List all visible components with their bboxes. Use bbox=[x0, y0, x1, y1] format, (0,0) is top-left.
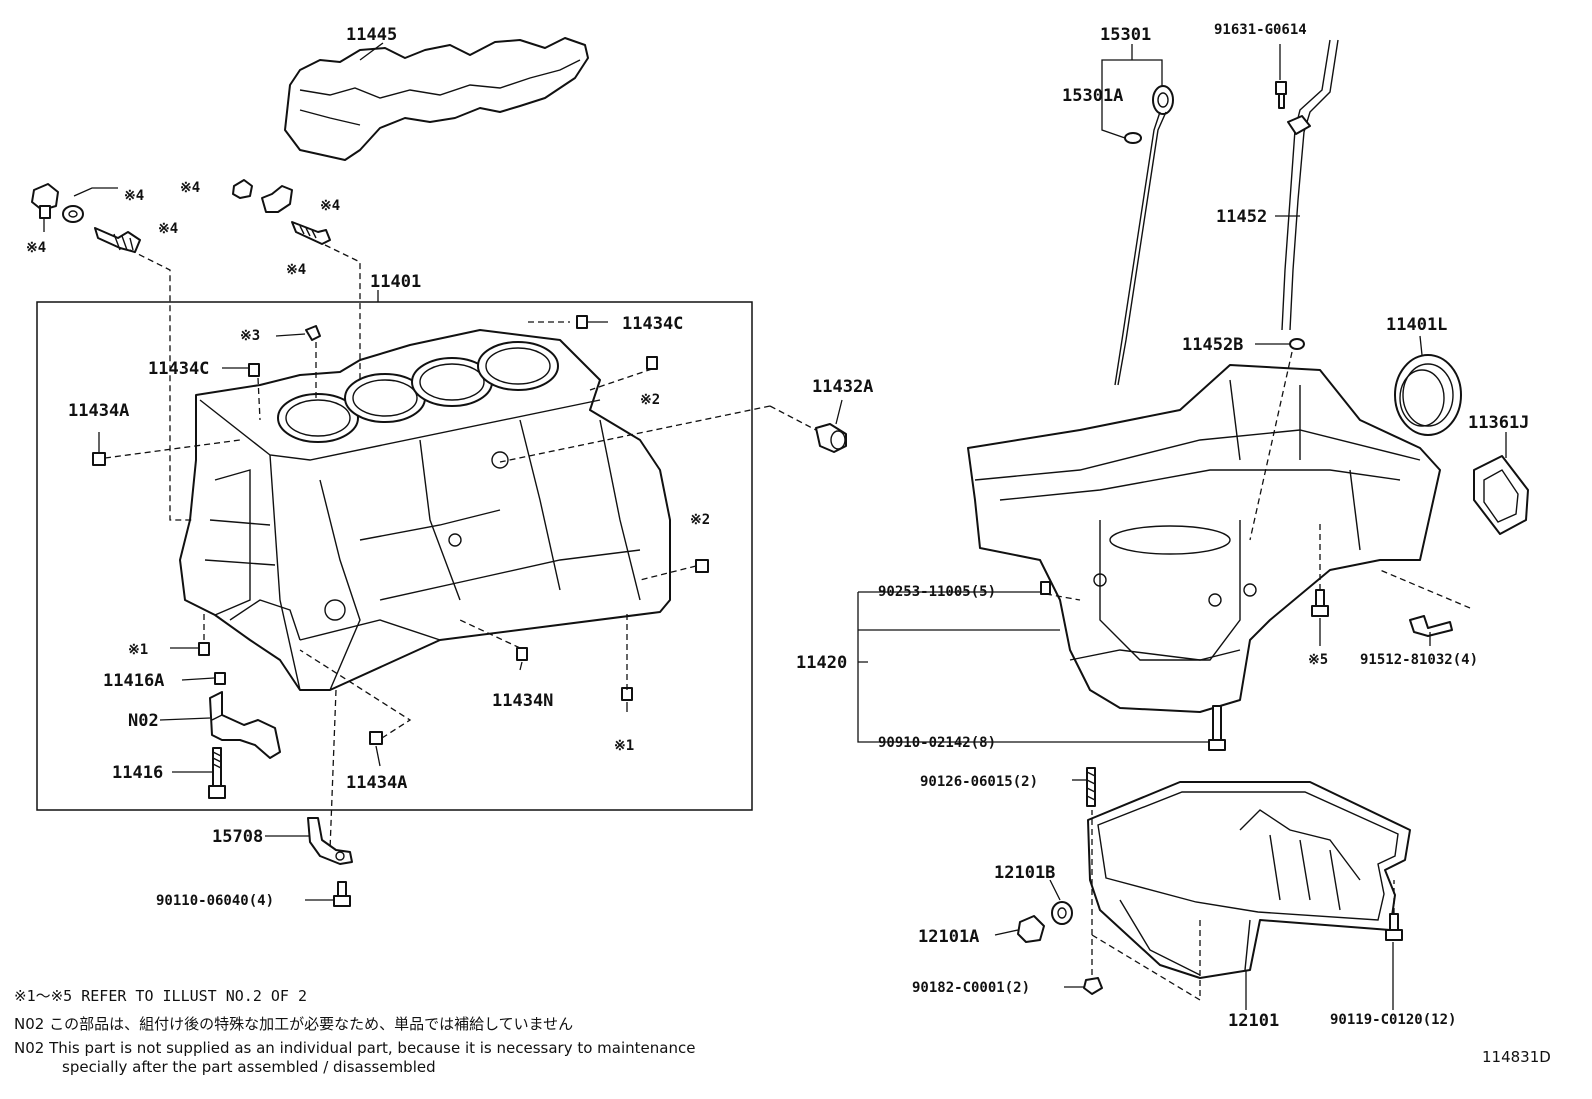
label-11434a-bottom: 11434A bbox=[346, 773, 407, 793]
pipe-15708-drawing[interactable] bbox=[307, 817, 353, 865]
label-11416: 11416 bbox=[112, 763, 163, 783]
ref-4-b: ※4 bbox=[26, 240, 46, 256]
label-90253: 90253-11005(5) bbox=[878, 584, 996, 600]
plug-11432a-drawing[interactable] bbox=[815, 423, 847, 453]
bolt-group-ref4[interactable] bbox=[31, 179, 331, 341]
label-11434a-left: 11434A bbox=[68, 401, 129, 421]
ref-4-f: ※4 bbox=[286, 262, 306, 278]
cylinder-block-11401-drawing[interactable] bbox=[179, 329, 671, 691]
label-12101: 12101 bbox=[1228, 1011, 1279, 1031]
label-11452b: 11452B bbox=[1182, 335, 1243, 355]
ref-5: ※5 bbox=[1308, 652, 1328, 668]
illustration-id: 114831D bbox=[1482, 1048, 1551, 1066]
label-11361j: 11361J bbox=[1468, 413, 1529, 433]
ref-4-c: ※4 bbox=[158, 221, 178, 237]
label-12101a: 12101A bbox=[918, 927, 979, 947]
ref-2-right: ※2 bbox=[690, 512, 710, 528]
leader-lines bbox=[43, 42, 1507, 1010]
label-11401l: 11401L bbox=[1386, 315, 1447, 335]
label-n02: N02 bbox=[128, 711, 159, 731]
label-12101b: 12101B bbox=[994, 863, 1055, 883]
bolt-90110-drawing[interactable] bbox=[333, 881, 351, 907]
label-11416a: 11416A bbox=[103, 671, 164, 691]
label-90182: 90182-C0001(2) bbox=[912, 980, 1030, 996]
dashed-guide-lines bbox=[104, 244, 1471, 1002]
dipstick-15301-drawing[interactable] bbox=[1114, 85, 1174, 386]
ref-1-left: ※1 bbox=[128, 642, 148, 658]
bolt-11416-drawing[interactable] bbox=[208, 747, 226, 799]
ref-2-top: ※2 bbox=[640, 392, 660, 408]
label-11432a: 11432A bbox=[812, 377, 873, 397]
label-90119: 90119-C0120(12) bbox=[1330, 1012, 1456, 1028]
label-90126: 90126-06015(2) bbox=[920, 774, 1038, 790]
oil-pan-upper-11420-drawing[interactable] bbox=[967, 364, 1441, 713]
label-90910: 90910-02142(8) bbox=[878, 735, 996, 751]
pins-and-dowels[interactable] bbox=[92, 315, 709, 745]
label-11434c-top: 11434C bbox=[622, 314, 683, 334]
label-11434n: 11434N bbox=[492, 691, 553, 711]
note-n02-japanese: N02 この部品は、組付け後の特殊な加工が必要なため、単品では補給していません bbox=[14, 1015, 573, 1033]
label-15708: 15708 bbox=[212, 827, 263, 847]
label-91512: 91512-81032(4) bbox=[1360, 652, 1478, 668]
note-n02-english-1: N02 This part is not supplied as an indi… bbox=[14, 1039, 695, 1057]
note-n02-english-2: specially after the part assembled / dis… bbox=[62, 1058, 436, 1076]
label-90110: 90110-06040(4) bbox=[156, 893, 274, 909]
ref-1-right: ※1 bbox=[614, 738, 634, 754]
ref-4-e: ※4 bbox=[320, 198, 340, 214]
pan-bolts[interactable] bbox=[1040, 581, 1453, 807]
label-91631: 91631-G0614 bbox=[1214, 22, 1307, 38]
bolt-91631-drawing[interactable] bbox=[1275, 81, 1287, 109]
seal-11401l-drawing[interactable] bbox=[1394, 354, 1462, 436]
note-reference: ※1～※5 REFER TO ILLUST NO.2 OF 2 bbox=[14, 987, 307, 1005]
guide-11452-drawing[interactable] bbox=[1281, 39, 1339, 350]
label-11452: 11452 bbox=[1216, 207, 1267, 227]
label-11434c-left: 11434C bbox=[148, 359, 209, 379]
bearing-cap-n02-drawing[interactable] bbox=[209, 691, 281, 759]
oil-pan-lower-12101-drawing[interactable] bbox=[1087, 781, 1411, 979]
plate-11361j-drawing[interactable] bbox=[1473, 455, 1529, 535]
cover-11445-drawing[interactable] bbox=[284, 37, 589, 161]
ref-4-d: ※4 bbox=[180, 180, 200, 196]
label-11420: 11420 bbox=[796, 653, 847, 673]
label-11445: 11445 bbox=[346, 25, 397, 45]
label-15301: 15301 bbox=[1100, 25, 1151, 45]
block-group-frame bbox=[36, 301, 753, 811]
label-15301a: 15301A bbox=[1062, 86, 1123, 106]
label-11401: 11401 bbox=[370, 272, 421, 292]
drain-plug-parts[interactable] bbox=[1017, 901, 1403, 995]
ref-3: ※3 bbox=[240, 328, 260, 344]
ref-4-a: ※4 bbox=[124, 188, 144, 204]
